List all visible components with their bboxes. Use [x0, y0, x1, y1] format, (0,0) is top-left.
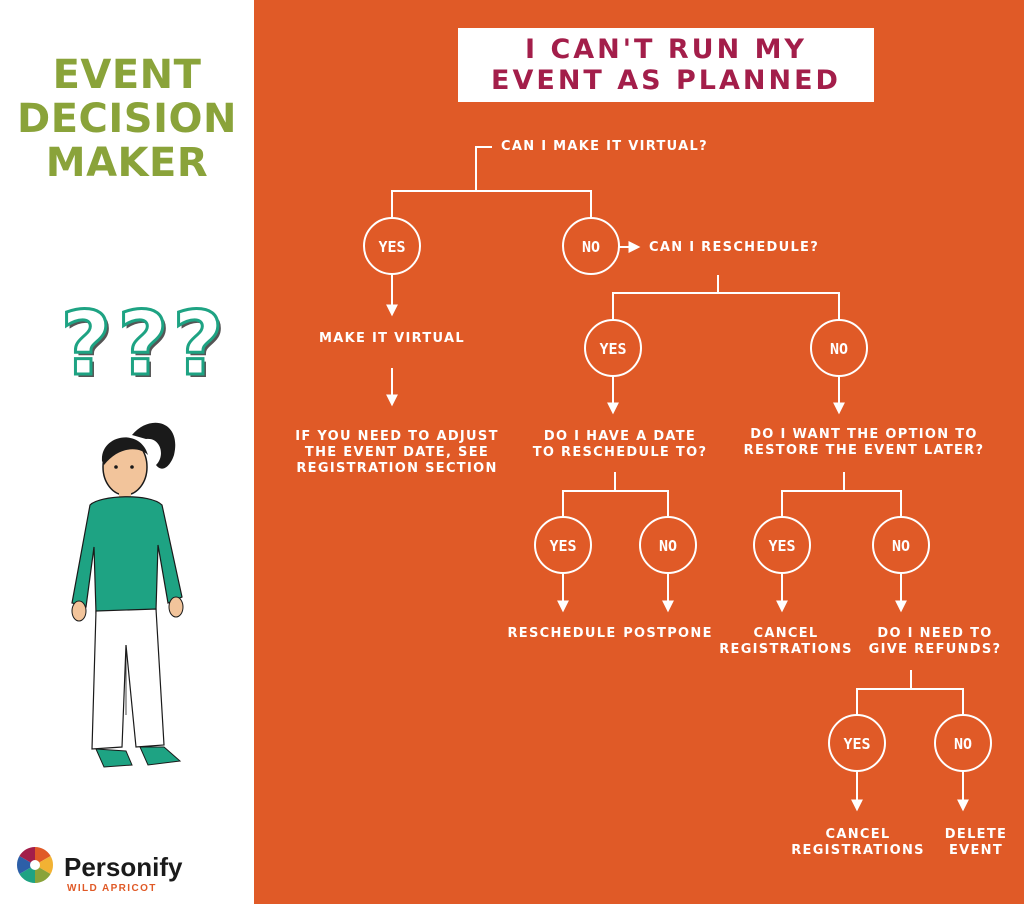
result-delete-line-1: DELETE: [944, 827, 1008, 842]
svg-text:?: ?: [175, 295, 226, 392]
result-delete-line-2: EVENT: [948, 843, 1004, 858]
brand-name: Personify: [64, 852, 183, 882]
main-title-line-1: I CAN'T RUN MY: [525, 34, 807, 65]
result-cancel-2-line-2: REGISTRATIONS: [791, 843, 925, 858]
result-postpone: POSTPONE: [623, 626, 713, 641]
result-reschedule: RESCHEDULE: [507, 626, 617, 641]
question-marks-icon: ? ? ? ? ? ?: [59, 291, 227, 393]
personify-logo-icon: [16, 847, 54, 883]
svg-text:?: ?: [60, 292, 111, 392]
note-adjust-line-3: REGISTRATION SECTION: [296, 461, 498, 476]
question-restore-line-1: DO I WANT THE OPTION TO: [750, 427, 978, 442]
note-adjust-line-1: IF YOU NEED TO ADJUST: [295, 429, 499, 444]
person-figure-icon: [71, 422, 184, 768]
question-date-line-1: DO I HAVE A DATE: [543, 429, 697, 444]
question-refunds-line-2: GIVE REFUNDS?: [868, 642, 1002, 657]
result-cancel-2-line-1: CANCEL: [825, 827, 891, 842]
flowchart-panel: [254, 0, 1024, 904]
sidebar-panel: EVENT DECISION MAKER ? ? ? ? ? ?: [0, 0, 254, 904]
question-make-virtual: CAN I MAKE IT VIRTUAL?: [501, 139, 708, 154]
svg-text:?: ?: [117, 292, 168, 392]
sidebar-title-line-1: EVENT: [52, 52, 202, 98]
question-refunds-line-1: DO I NEED TO: [877, 626, 993, 641]
question-reschedule: CAN I RESCHEDULE?: [649, 240, 820, 255]
main-title-line-2: EVENT AS PLANNED: [491, 65, 841, 96]
svg-text:?: ?: [172, 292, 223, 392]
result-make-virtual: MAKE IT VIRTUAL: [319, 331, 465, 346]
brand-subtitle: WILD APRICOT: [67, 883, 157, 894]
question-restore-line-2: RESTORE THE EVENT LATER?: [743, 443, 985, 458]
result-cancel-1-line-2: REGISTRATIONS: [719, 642, 853, 657]
main-title-box: I CAN'T RUN MY EVENT AS PLANNED: [458, 28, 874, 102]
sidebar-title-line-3: MAKER: [45, 140, 209, 186]
note-adjust-line-2: THE EVENT DATE, SEE: [304, 445, 490, 460]
sidebar-title-line-2: DECISION: [17, 96, 237, 142]
svg-text:?: ?: [120, 295, 171, 392]
question-date-line-2: TO RESCHEDULE TO?: [532, 445, 708, 460]
result-cancel-1-line-1: CANCEL: [753, 626, 819, 641]
svg-text:?: ?: [63, 295, 114, 392]
